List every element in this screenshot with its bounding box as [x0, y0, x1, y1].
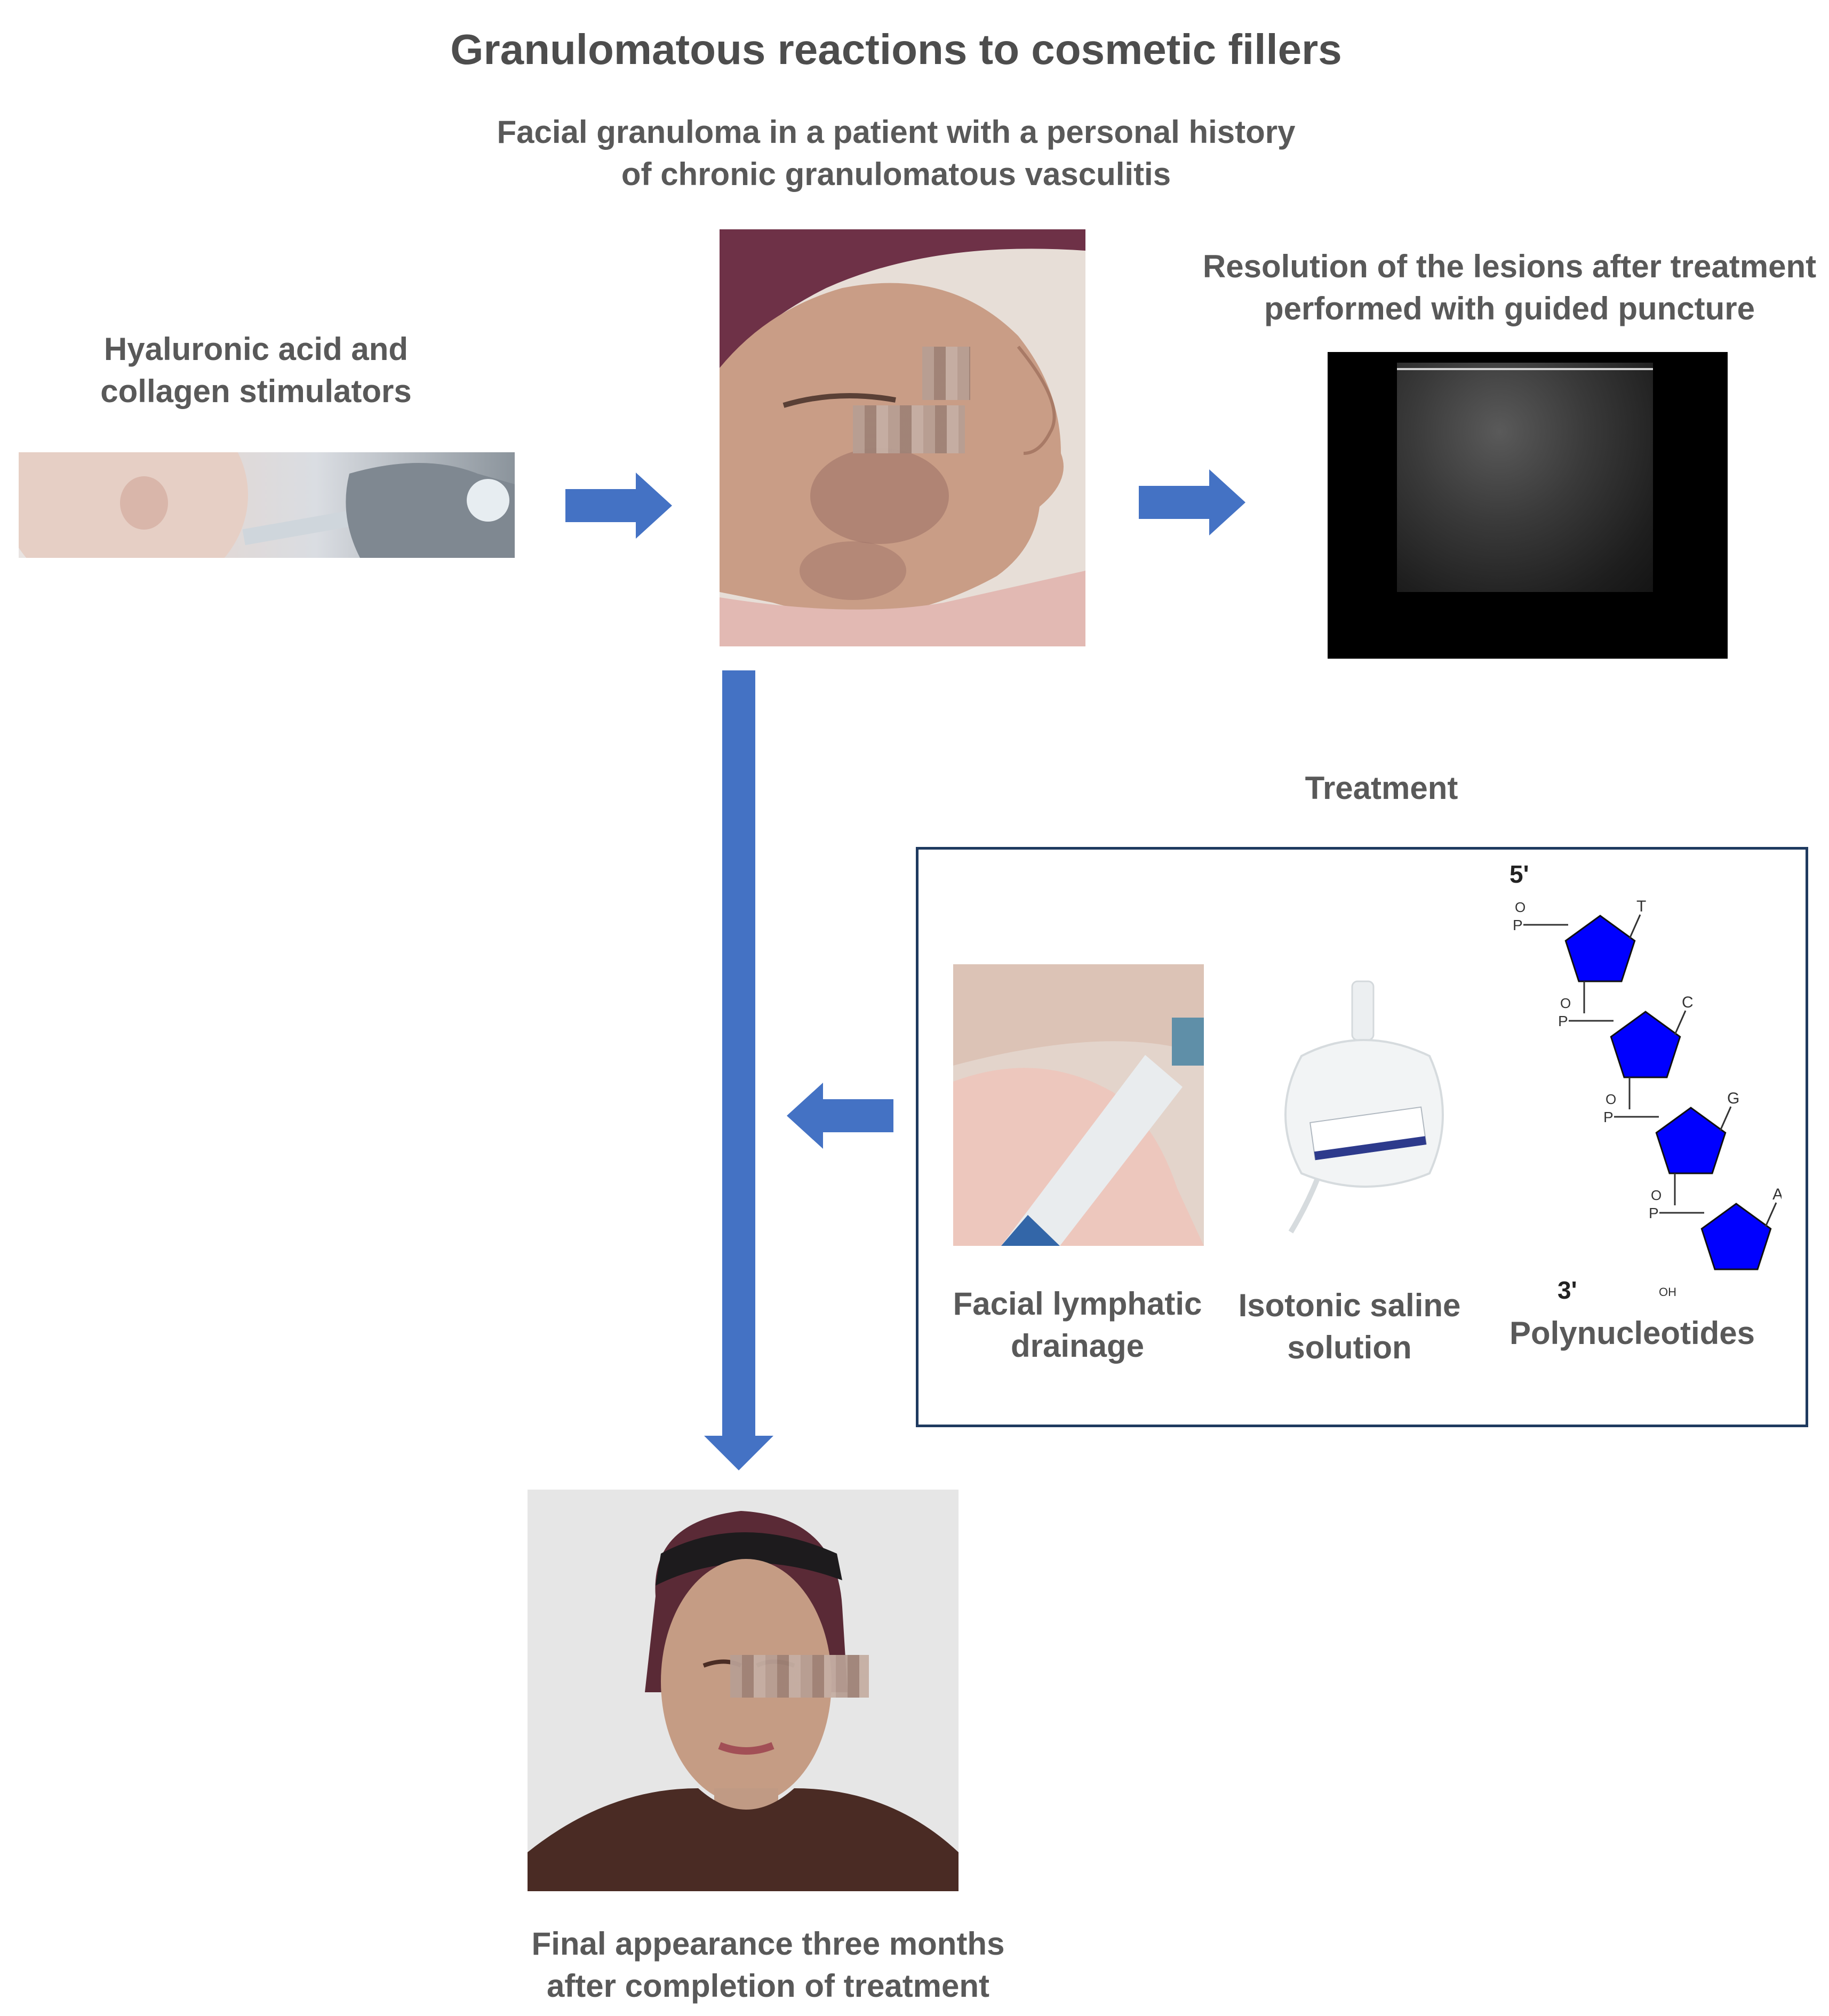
base-G: G	[1727, 1090, 1739, 1107]
saline-bag-illustration	[1284, 980, 1444, 1234]
drainage-caption-line1: Facial lymphatic	[953, 1286, 1202, 1322]
eye-pixelation-left	[853, 405, 965, 453]
fillers-caption-line2: collagen stimulators	[100, 373, 412, 410]
base-bond	[1719, 1106, 1732, 1131]
phosphate-oxygen-label: O	[1651, 1187, 1662, 1203]
arrow-right-2	[1139, 469, 1245, 535]
phosphate-oxygen-label: O	[1515, 899, 1526, 915]
phosphate-label: P	[1558, 1013, 1568, 1029]
page-title: Granulomatous reactions to cosmetic fill…	[450, 26, 1342, 73]
saline-caption-line2: solution	[1287, 1330, 1412, 1366]
final-caption-line2: after completion of treatment	[546, 1968, 990, 2004]
filler-injection-illustration	[19, 452, 515, 558]
arrow-down	[704, 670, 773, 1470]
granuloma-photo	[720, 229, 1085, 646]
drainage-caption-line2: drainage	[1010, 1328, 1145, 1364]
oh-label: OH	[1659, 1285, 1676, 1299]
saline-bag-image	[1259, 976, 1472, 1243]
treatment-box	[916, 847, 1808, 1427]
dna-3-prime-label: 3'	[1558, 1276, 1577, 1304]
saline-caption-line1: Isotonic saline	[1238, 1287, 1461, 1323]
phosphate-label: P	[1513, 917, 1523, 933]
base-bond	[1674, 1010, 1687, 1035]
sugar-pentagon	[1564, 915, 1636, 982]
eye-pixelation	[922, 347, 970, 400]
phosphate-oxygen-label: O	[1606, 1091, 1616, 1107]
base-T: T	[1636, 898, 1646, 915]
ultrasound-image	[1328, 352, 1728, 659]
base-A: A	[1772, 1186, 1782, 1203]
dna-5-prime-label: 5'	[1509, 860, 1529, 888]
eyes-pixelation	[730, 1655, 869, 1698]
drainage-caption: Facial lymphatic drainage	[917, 1283, 1237, 1367]
final-appearance-photo	[528, 1490, 959, 1891]
arrow-right-1	[565, 473, 672, 539]
base-C: C	[1682, 994, 1694, 1011]
phosphate-label: P	[1649, 1205, 1659, 1221]
granuloma-caption: Facial granuloma in a patient with a per…	[437, 111, 1355, 195]
treatment-heading: Treatment	[1305, 770, 1458, 806]
ultrasound-surface-line	[1397, 368, 1653, 370]
ultrasound-scan-area	[1397, 363, 1653, 592]
base-bond	[1628, 914, 1641, 939]
base-bond	[1764, 1202, 1777, 1227]
phosphate-oxygen-label: O	[1560, 995, 1571, 1011]
granuloma-face-illustration	[720, 229, 1085, 646]
lymphatic-drainage-illustration	[953, 964, 1204, 1246]
fillers-caption-line1: Hyaluronic acid and	[103, 331, 409, 367]
sugar-pentagon	[1700, 1203, 1772, 1270]
lymphatic-drainage-photo	[953, 964, 1204, 1246]
arrow-left	[787, 1083, 893, 1149]
sugar-pentagon	[1610, 1011, 1681, 1078]
phosphate-label: P	[1603, 1109, 1614, 1125]
resolution-caption-line2: performed with guided puncture	[1264, 291, 1755, 327]
final-caption-line1: Final appearance three months	[531, 1926, 1005, 1962]
granuloma-caption-line2: of chronic granulomatous vasculitis	[621, 156, 1171, 193]
resolution-caption: Resolution of the lesions after treatmen…	[1163, 245, 1829, 330]
sugar-pentagon	[1655, 1107, 1727, 1174]
resolution-caption-line1: Resolution of the lesions after treatmen…	[1202, 249, 1817, 284]
fillers-caption: Hyaluronic acid and collagen stimulators	[43, 328, 469, 412]
final-caption: Final appearance three months after comp…	[469, 1923, 1067, 2007]
granuloma-caption-line1: Facial granuloma in a patient with a per…	[497, 114, 1296, 150]
saline-caption: Isotonic saline solution	[1195, 1284, 1504, 1369]
filler-injection-photo	[19, 452, 515, 558]
polynucleotides-caption: Polynucleotides	[1509, 1315, 1755, 1351]
